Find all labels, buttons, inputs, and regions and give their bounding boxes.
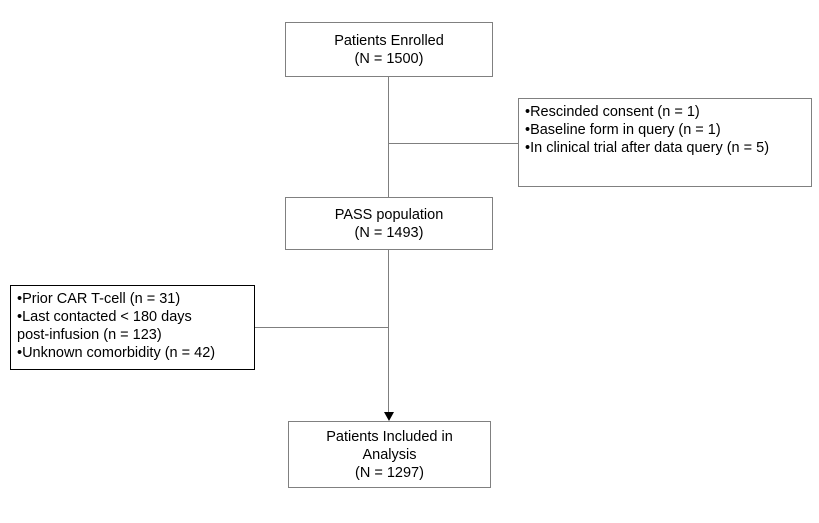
included-box: Patients Included in Analysis (N = 1297) (288, 421, 491, 488)
connector-exclusion-1 (388, 143, 519, 144)
connector-pass-to-included (388, 250, 389, 412)
enrolled-count: (N = 1500) (354, 50, 424, 67)
pass-population-box: PASS population (N = 1493) (285, 197, 493, 250)
arrow-head-icon (384, 412, 394, 421)
included-title-line2: Analysis (362, 446, 417, 463)
connector-exclusion-2 (255, 327, 389, 328)
exclusion-1-item: •In clinical trial after data query (n =… (525, 140, 770, 156)
exclusion-1-item: •Rescinded consent (n = 1) (525, 104, 700, 120)
exclusion-2-item: post-infusion (n = 123) (17, 327, 162, 343)
enrolled-title: Patients Enrolled (334, 32, 444, 49)
exclusion-box-1: •Rescinded consent (n = 1) •Baseline for… (518, 98, 812, 187)
exclusion-2-item: •Last contacted < 180 days (17, 309, 192, 325)
included-title-line1: Patients Included in (326, 428, 453, 445)
enrolled-box: Patients Enrolled (N = 1500) (285, 22, 493, 77)
pass-count: (N = 1493) (354, 224, 424, 241)
exclusion-1-item: •Baseline form in query (n = 1) (525, 122, 721, 138)
pass-title: PASS population (334, 206, 444, 223)
included-count: (N = 1297) (355, 464, 424, 481)
exclusion-2-item: •Unknown comorbidity (n = 42) (17, 345, 216, 361)
exclusion-box-2: •Prior CAR T-cell (n = 31) •Last contact… (10, 285, 255, 370)
connector-enrolled-to-pass (388, 77, 389, 197)
exclusion-2-item: •Prior CAR T-cell (n = 31) (17, 291, 181, 307)
